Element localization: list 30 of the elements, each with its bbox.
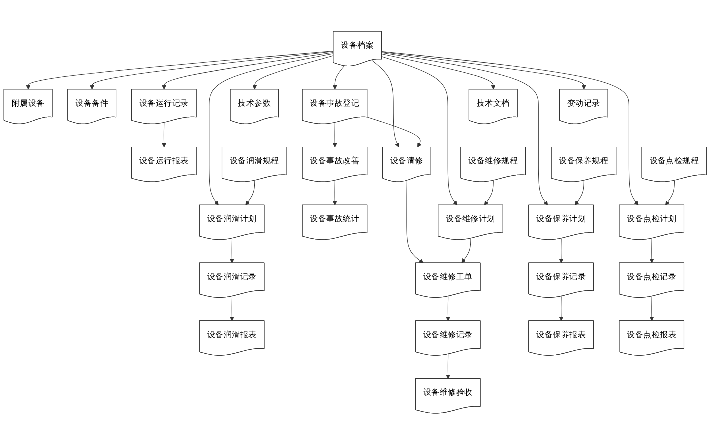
arrow [90, 52, 334, 90]
arrow [230, 296, 234, 322]
arrow [332, 66, 345, 90]
arrow [382, 52, 548, 206]
arrow [332, 122, 338, 148]
arrow [162, 52, 334, 90]
arrow [162, 122, 167, 148]
arrow [559, 238, 564, 264]
arrow [462, 238, 472, 264]
arrow [382, 51, 639, 206]
arrow [382, 52, 586, 90]
arrow [252, 56, 334, 90]
arrow [382, 56, 458, 206]
arrow [406, 180, 424, 264]
arrow [230, 238, 234, 264]
arrow [209, 54, 334, 206]
arrow [559, 296, 564, 322]
arrow [574, 180, 584, 206]
arrow [246, 180, 256, 206]
arrow [382, 54, 496, 90]
arrow [372, 60, 400, 148]
arrow [367, 117, 422, 148]
arrow [650, 296, 654, 322]
arrow [484, 180, 494, 206]
arrow [650, 238, 654, 264]
arrow [446, 354, 451, 380]
arrow [332, 180, 338, 206]
arrow [26, 51, 334, 90]
arrow [446, 296, 451, 322]
arrow [665, 180, 675, 206]
